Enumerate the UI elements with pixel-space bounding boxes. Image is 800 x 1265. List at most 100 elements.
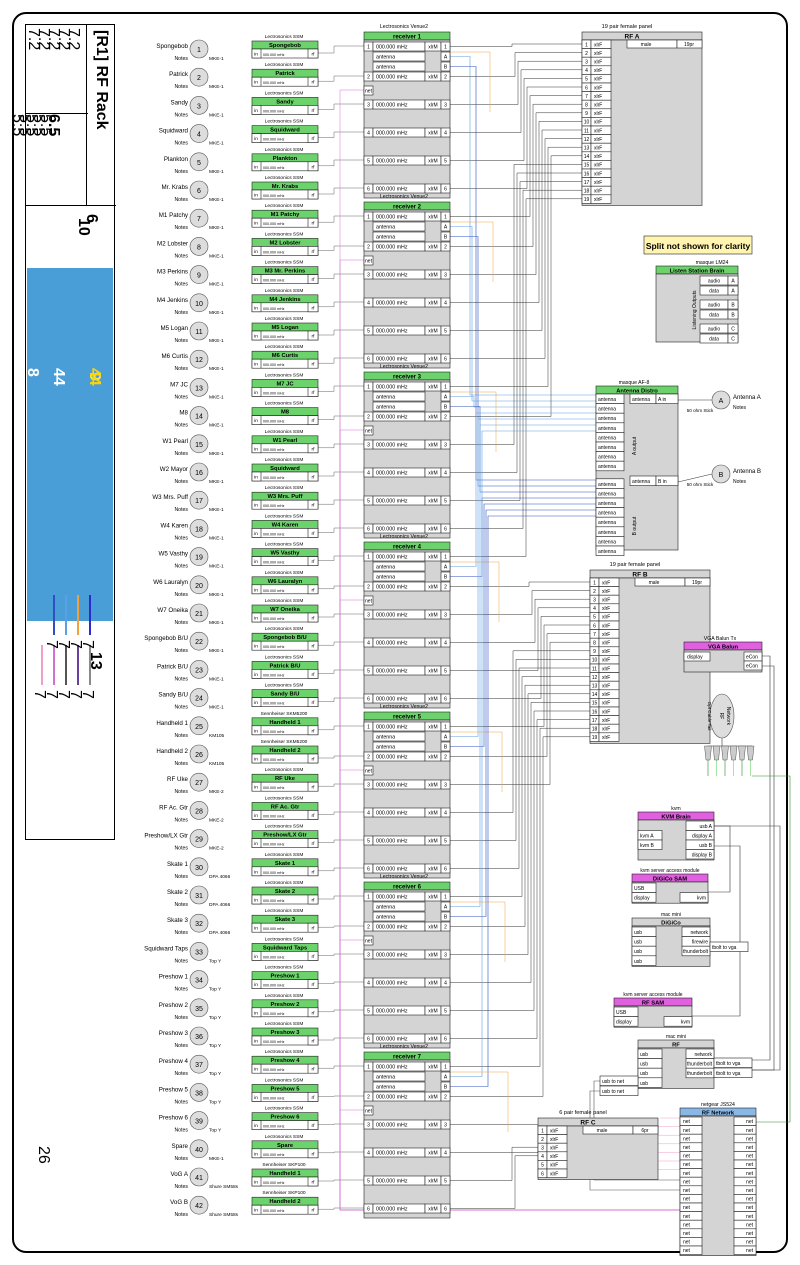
rx-out-text: xlrM — [428, 925, 437, 931]
tx-rf — [307, 1176, 319, 1187]
tbolt-vga-text: tbolt to vga — [716, 1061, 741, 1067]
lm24-port-text: B — [731, 303, 735, 309]
rx-out-num — [440, 891, 451, 902]
tx-model: Lectrosonics SSM — [265, 570, 304, 576]
rx-out-num — [440, 495, 451, 506]
rx-out-num-text: 1 — [444, 215, 447, 221]
rx-port-num: 1 — [367, 385, 370, 391]
tx-in — [251, 528, 262, 538]
notes-label: Notes — [174, 1212, 188, 1218]
antenna-a-letter: A — [719, 398, 724, 405]
rx-out-num-text: B — [444, 915, 448, 921]
tx-in — [251, 499, 262, 510]
distro-in-text: antenna — [632, 397, 650, 403]
rx-port-num: 5 — [367, 669, 370, 675]
notes-label: Notes — [174, 1043, 188, 1049]
rx-out-num-text: A — [444, 1075, 448, 1081]
channel-number: 41 — [195, 1175, 203, 1182]
switch-port-text: net — [683, 1231, 691, 1237]
rx-to-panel — [450, 86, 582, 189]
mic-model: MKE-1 — [209, 648, 224, 654]
tx-to-receiver — [318, 187, 364, 195]
staff-credit: 7.2 — [25, 28, 42, 51]
rx-to-panel — [450, 146, 582, 387]
rx-to-panel — [450, 693, 590, 955]
rx-out-num-text: B — [444, 405, 448, 411]
channel-name: Handheld 2 — [156, 748, 188, 755]
rx-out-num — [440, 1203, 451, 1214]
legend-swatch — [53, 645, 55, 685]
mic-model: MKE-1 — [209, 253, 224, 259]
switch-port-text: net — [683, 1214, 691, 1220]
rx-out-text: xlrM — [428, 103, 437, 109]
panel-port-num: 15 — [584, 163, 590, 169]
split-note-box — [643, 235, 753, 255]
panel-model: 19 pair female panel — [610, 562, 661, 568]
box-model: mac mini — [661, 912, 681, 918]
rx-out-text: xlrM — [428, 415, 437, 421]
tx-rf — [307, 499, 319, 510]
channel-number: 5 — [197, 160, 201, 167]
rx-out-num-text: 2 — [444, 925, 447, 931]
in-label: in — [254, 1151, 258, 1157]
rx-out-num-text: A — [444, 735, 448, 741]
notes-label: Notes — [174, 1128, 188, 1134]
tx-to-receiver — [318, 925, 364, 928]
in-label: in — [254, 1039, 258, 1045]
channel-circle — [189, 1111, 209, 1130]
channel-name: Preshow 2 — [159, 1002, 189, 1009]
panel-port-num: 13 — [592, 684, 598, 690]
notes-label: Notes — [174, 592, 188, 598]
lm24-cell-text: audio — [708, 327, 720, 333]
panel-port-num: 2 — [585, 51, 588, 57]
tx-rf — [307, 810, 319, 820]
rx-cell-text: 000.000 mHz — [376, 45, 408, 51]
rx-port-num: 4 — [367, 641, 370, 647]
rx-out-num — [440, 665, 451, 676]
date-value: 10 — [75, 218, 92, 236]
rx-port — [363, 595, 374, 606]
channel-name: W3 Mrs. Puff — [152, 494, 188, 501]
rx-to-panel — [450, 1138, 550, 1153]
panel-port-num: 16 — [592, 709, 598, 715]
tx-in — [251, 922, 262, 933]
tx-label: Preshow 2 — [271, 1002, 300, 1008]
tx-freq: 000.000 mHz — [263, 984, 285, 988]
notes-label: Notes — [174, 112, 188, 118]
mic-model: Shure SM58s — [209, 1212, 239, 1218]
tx-to-receiver — [318, 273, 364, 279]
tx-to-receiver — [318, 159, 364, 167]
lm24-port — [727, 333, 739, 344]
panel-xlrf-text: xlrF — [602, 727, 610, 733]
switch-port — [679, 1245, 703, 1255]
channel-number: 25 — [195, 724, 203, 731]
rx-out-num-text: A — [444, 565, 448, 571]
rx-cell-text: 000.000 mHz — [376, 641, 408, 647]
tx-freq: 000.000 mHz — [263, 730, 285, 734]
rx-cell — [372, 911, 426, 922]
rx-port-num: net — [365, 259, 373, 265]
tx-model: Lectrosonics SSM — [265, 401, 304, 407]
notes-label: Notes — [174, 423, 188, 429]
tx-label: Handheld 2 — [269, 748, 300, 754]
box-name: RF — [672, 1042, 680, 1048]
fiber-connector — [746, 745, 755, 761]
switch-port-text: net — [746, 1214, 754, 1220]
ohm-label: 50 ohm Stick — [687, 482, 714, 487]
kvm-right-text: display B — [692, 853, 713, 859]
distro-port-text: antenna — [598, 482, 616, 488]
distro-a-in-text: A in — [658, 397, 667, 403]
notes-label: Notes — [174, 1156, 188, 1162]
switch-port-text: net — [746, 1222, 754, 1228]
rx-out-num — [440, 977, 451, 988]
tx-freq: 000.000 mHz — [263, 81, 285, 85]
channel-name: W4 Karen — [160, 522, 188, 529]
antenna-b-icon — [711, 464, 731, 484]
panel-port-num: 12 — [584, 137, 590, 143]
rx-out-num — [440, 401, 451, 412]
